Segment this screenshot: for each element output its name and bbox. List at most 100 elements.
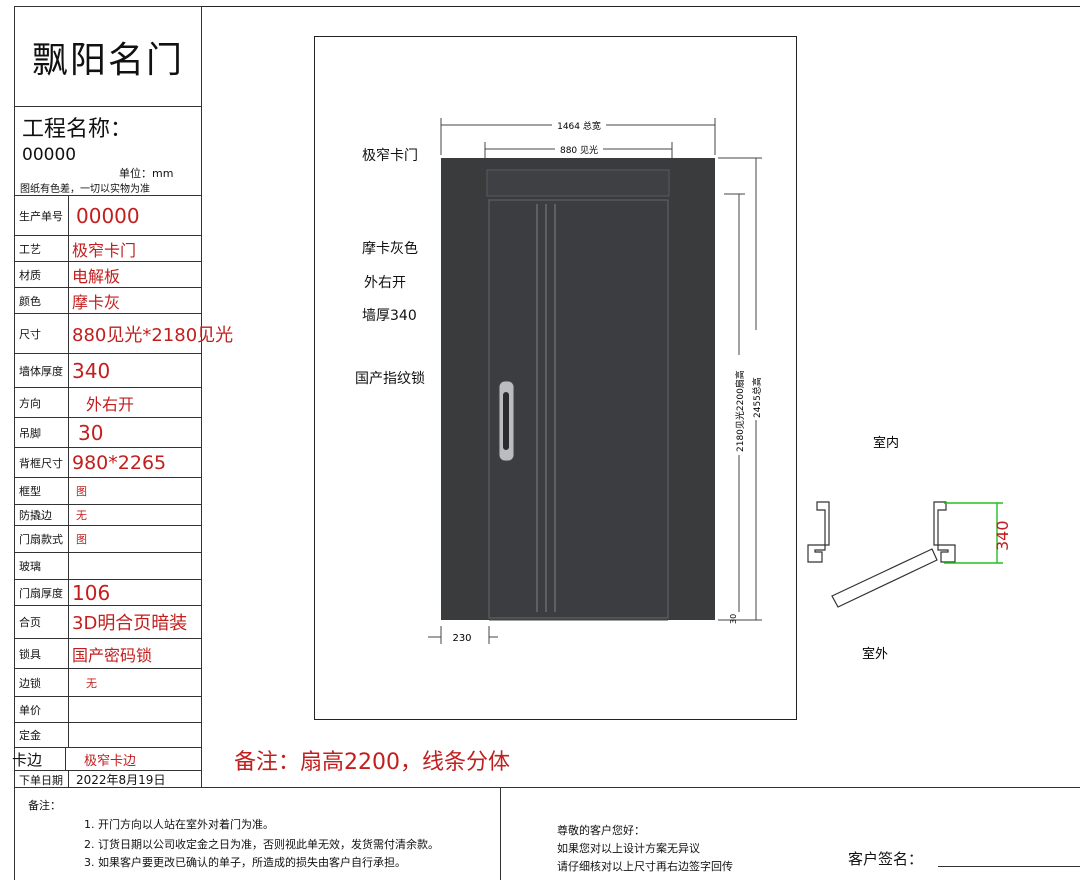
field-row: 吊脚 30	[15, 417, 201, 447]
total-height-dimension	[718, 157, 762, 621]
field-row: 定金	[15, 722, 201, 747]
field-label: 防撬边	[15, 505, 69, 525]
field-value: 980*2265	[72, 451, 167, 474]
field-value: 880见光*2180见光	[72, 324, 234, 346]
door-header	[486, 169, 670, 197]
field-label: 门扇厚度	[15, 580, 69, 605]
field-label: 锁具	[15, 639, 69, 668]
notes-section	[14, 787, 1080, 880]
plan-inside-label: 室内	[873, 435, 899, 451]
field-value: 30	[78, 420, 104, 445]
field-row: 材质电解板	[15, 261, 201, 287]
door-drawing-frame	[314, 36, 797, 720]
plan-wall-dimension	[944, 502, 1003, 564]
plan-wall-text: 340	[993, 520, 1012, 551]
top-border	[14, 6, 1080, 7]
field-label: 背框尺寸	[15, 448, 69, 477]
field-label: 吊脚	[15, 418, 69, 447]
field-row: 玻璃	[15, 552, 201, 579]
field-row: 下单日期 2022年8月19日	[15, 770, 201, 788]
customer-line-2: 如果您对以上设计方案无异议	[557, 842, 700, 855]
note-1: 1. 开门方向以人站在室外对着门为准。	[84, 818, 274, 831]
note-2: 2. 订货日期以公司收定金之日为准，否则视此单无效，发货需付清余款。	[84, 838, 439, 851]
field-row: 卡边 极窄卡边	[12, 747, 201, 770]
order-info-table: 飘阳名门 工程名称： 00000 单位：mm 图纸有色差，一切以实物为准 生产单…	[12, 6, 234, 788]
field-label: 生产单号	[15, 196, 69, 235]
notes-title: 备注：	[28, 799, 61, 812]
field-label: 玻璃	[15, 553, 69, 579]
drawing-label-direction: 外右开	[364, 275, 406, 291]
field-row: 工艺极窄卡门	[15, 235, 201, 261]
field-label: 工艺	[15, 236, 69, 261]
drawing-label-color: 摩卡灰色	[362, 241, 418, 257]
field-label: 方向	[15, 388, 69, 417]
field-row: 单价	[15, 696, 201, 722]
field-label: 边锁	[15, 669, 69, 696]
field-value: 3D明合页暗装	[72, 613, 188, 634]
plan-door-leaf	[831, 548, 938, 608]
field-row: 门扇款式图	[15, 525, 201, 552]
door-decor-lines	[536, 204, 556, 612]
plan-left-jamb	[807, 501, 830, 563]
field-label: 框型	[15, 478, 69, 504]
field-value: 国产密码锁	[72, 645, 153, 665]
customer-greeting: 尊敬的客户您好：	[557, 824, 645, 837]
total-height-text: 2455总高	[751, 377, 763, 418]
field-value: 106	[72, 580, 111, 605]
field-value: 无	[76, 509, 87, 522]
customer-line-3: 请仔细核对以上尺寸再右边签字回传	[557, 860, 733, 873]
plan-outside-label: 室外	[862, 646, 888, 662]
project-value: 00000	[22, 145, 77, 165]
field-label: 门扇款式	[15, 526, 69, 552]
field-row: 边锁 无	[15, 668, 201, 696]
field-label: 卡边	[12, 748, 66, 770]
unit-label: 单位：mm	[119, 167, 174, 180]
field-row: 锁具国产密码锁	[15, 638, 201, 668]
field-label: 颜色	[15, 288, 69, 313]
total-width-text: 1464 总宽	[557, 120, 601, 132]
project-label: 工程名称：	[22, 117, 133, 142]
frame-side-text: 230	[452, 633, 471, 644]
bottom-gap-text: 30	[729, 614, 738, 624]
field-value: 极窄卡门	[72, 240, 137, 260]
field-value: 摩卡灰	[72, 292, 121, 312]
field-value: 图	[76, 533, 87, 546]
field-label: 下单日期	[15, 771, 69, 788]
field-value: 2022年8月19日	[76, 773, 166, 787]
field-label: 单价	[15, 697, 69, 722]
field-row: 框型图	[15, 477, 201, 504]
signature-label: 客户签名：	[848, 850, 924, 868]
clear-width-dimension	[484, 142, 673, 160]
note-3: 3. 如果客户要更改已确认的单子，所造成的损失由客户自行承担。	[84, 856, 406, 869]
field-value: 340	[72, 358, 111, 383]
company-logo: 飘阳名门	[15, 7, 201, 107]
field-value: 00000	[76, 203, 140, 228]
notes-divider	[500, 788, 501, 880]
field-value: 外右开	[86, 394, 135, 414]
field-value: 电解板	[72, 266, 121, 286]
field-label: 尺寸	[15, 314, 69, 353]
field-row: 方向外右开	[15, 387, 201, 417]
field-value: 极窄卡边	[84, 753, 137, 769]
field-value: 无	[86, 676, 97, 690]
clear-height-text: 2180见光2200扇高	[734, 370, 746, 452]
field-row: 颜色摩卡灰	[15, 287, 201, 313]
total-width-dimension	[440, 118, 716, 155]
field-label: 定金	[15, 723, 69, 747]
field-label: 合页	[15, 606, 69, 638]
field-label: 材质	[15, 262, 69, 287]
project-block: 工程名称： 00000 单位：mm 图纸有色差，一切以实物为准	[15, 107, 201, 195]
field-row: 防撬边无	[15, 504, 201, 525]
door-leaf	[488, 199, 669, 619]
signature-line[interactable]	[938, 866, 1080, 867]
field-row: 生产单号 00000	[15, 195, 201, 235]
drawing-label-lock: 国产指纹锁	[355, 371, 425, 387]
color-notice: 图纸有色差，一切以实物为准	[20, 184, 150, 195]
drawing-label-wall: 墙厚340	[362, 308, 417, 324]
drawing-label-type: 极窄卡门	[362, 148, 418, 164]
